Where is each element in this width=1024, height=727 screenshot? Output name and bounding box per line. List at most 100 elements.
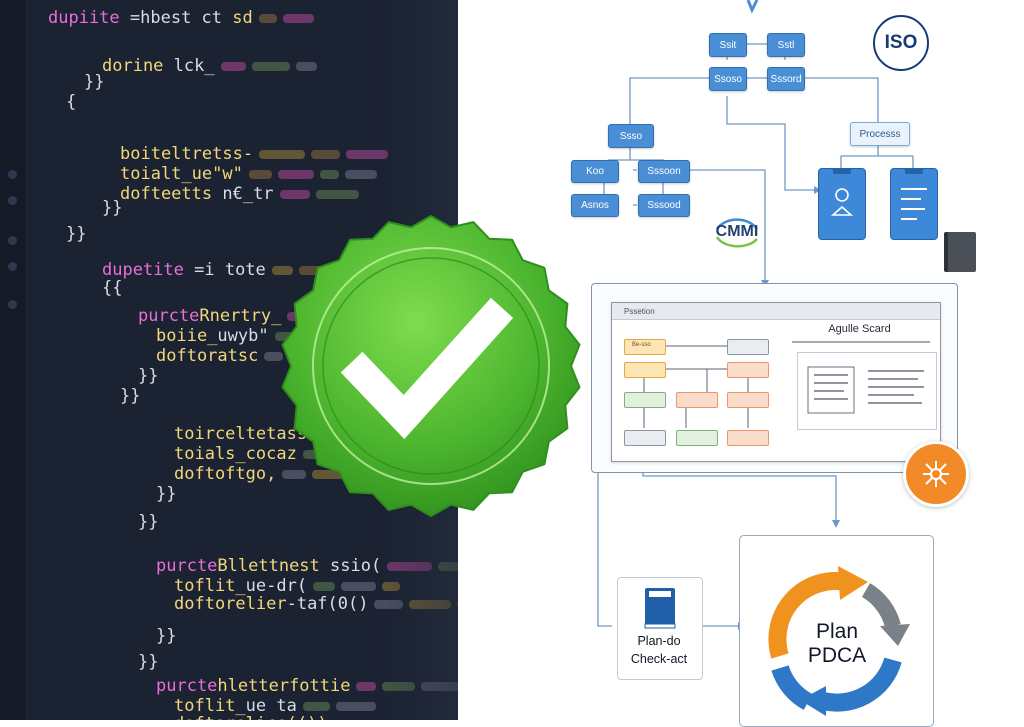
code-text: =i tote bbox=[183, 260, 266, 280]
node-asnos: Asnos bbox=[571, 194, 619, 217]
node-label: Ssoso bbox=[714, 73, 742, 85]
code-function: sd bbox=[222, 8, 253, 28]
code-blur bbox=[315, 189, 359, 199]
code-text: }} bbox=[84, 72, 105, 92]
node-label: Processs bbox=[859, 128, 901, 140]
code-keyword: dupiite bbox=[48, 8, 120, 28]
code-function: boiteltretss- bbox=[120, 144, 254, 164]
gutter-dot bbox=[8, 236, 17, 245]
clipboard-icon bbox=[818, 166, 866, 240]
code-text: {{ bbox=[102, 278, 123, 298]
code-line: }} bbox=[138, 366, 158, 386]
code-keyword: purcte bbox=[138, 306, 200, 326]
gutter-dot bbox=[8, 300, 17, 309]
editor-gutter bbox=[0, 0, 27, 720]
flow-step bbox=[624, 392, 666, 408]
document-lines bbox=[807, 366, 924, 414]
code-function: doftoratsc bbox=[156, 346, 259, 366]
node-label: Sssoon bbox=[647, 166, 681, 177]
code-line: toflit_ue ta bbox=[174, 696, 376, 716]
code-line: }} bbox=[102, 198, 122, 218]
cmmi-label: CMMI bbox=[715, 223, 759, 240]
code-line: dupetite =i tote bbox=[102, 260, 333, 280]
code-text: ue-dr( bbox=[245, 576, 308, 596]
node-label: Asnos bbox=[581, 200, 609, 211]
cmmi-arc bbox=[715, 218, 759, 248]
code-function: toirceltetass bbox=[174, 424, 308, 444]
code-function: Rnertry_ bbox=[199, 306, 282, 326]
code-line: }} bbox=[66, 224, 86, 244]
code-blur bbox=[220, 61, 246, 71]
code-text: }} bbox=[138, 652, 159, 672]
code-function: Bllettnest bbox=[217, 556, 320, 576]
node-label: Sssord bbox=[770, 73, 802, 85]
document-card bbox=[797, 352, 937, 430]
code-text: -taf(0() bbox=[286, 594, 369, 614]
code-function: toflit_ bbox=[174, 576, 246, 596]
code-function: doftorelice(()) bbox=[174, 714, 328, 720]
code-text: { bbox=[66, 92, 77, 112]
code-blur bbox=[346, 149, 389, 159]
code-blur bbox=[248, 169, 272, 179]
code-function: dofteetts bbox=[120, 184, 213, 204]
code-text: }} bbox=[138, 512, 159, 532]
node-label: Sstl bbox=[777, 39, 795, 51]
code-blur bbox=[259, 149, 306, 159]
code-blur bbox=[319, 169, 339, 179]
code-keyword: dupetite bbox=[102, 260, 184, 280]
node-sssord: Sssord bbox=[767, 67, 805, 91]
code-blur bbox=[277, 169, 314, 179]
code-text: uwyb" bbox=[217, 326, 269, 346]
code-text: ue ta bbox=[245, 696, 297, 716]
code-blur bbox=[344, 169, 377, 179]
pdca-label-line: Plan bbox=[815, 620, 859, 643]
code-blur bbox=[282, 13, 314, 23]
code-line: dorine lck_ bbox=[102, 56, 317, 76]
code-line: }} bbox=[138, 512, 158, 532]
code-function: toialt_ue"w" bbox=[120, 164, 243, 184]
flow-step-label: Be-sso bbox=[632, 342, 651, 348]
code-text: }} bbox=[102, 198, 123, 218]
code-function: toials_cocaz bbox=[174, 444, 297, 464]
clipboard-icon-graphic bbox=[901, 166, 927, 220]
code-function: doftoftgo, bbox=[174, 464, 277, 484]
node-koo: Koo bbox=[571, 160, 619, 183]
code-line: }} bbox=[120, 386, 140, 406]
code-function: hletterfottie bbox=[217, 676, 351, 696]
inner-window-titlebar: Pssetion bbox=[612, 303, 940, 320]
code-function: dorine bbox=[102, 56, 164, 76]
code-blur bbox=[313, 581, 336, 591]
check-badge-icon bbox=[281, 215, 581, 517]
code-function: doftorelier bbox=[174, 594, 287, 614]
book-icon bbox=[644, 588, 676, 629]
code-text: =hbest ct bbox=[119, 8, 223, 28]
flow-step bbox=[727, 430, 769, 446]
code-text: ssio( bbox=[319, 556, 382, 576]
node-ssso: Ssso bbox=[608, 124, 654, 148]
code-blur bbox=[282, 469, 307, 479]
code-line: { bbox=[66, 92, 76, 112]
code-blur bbox=[258, 13, 277, 23]
gutter-dot bbox=[8, 196, 17, 205]
clipboard-icon bbox=[890, 166, 938, 240]
node-sssood: Sssood bbox=[638, 194, 690, 217]
pdca-card-line: Check-act bbox=[630, 652, 688, 666]
pdca-card-line: Plan-do bbox=[637, 634, 681, 648]
code-line: boiteltretss- bbox=[120, 144, 389, 164]
code-blur bbox=[335, 701, 376, 711]
flow-step bbox=[727, 362, 769, 378]
pdca-card-text: Plan-do Check-act bbox=[617, 632, 701, 668]
code-text: }} bbox=[156, 626, 177, 646]
node-sssoon: Sssoon bbox=[638, 160, 690, 183]
code-keyword: purcte bbox=[156, 556, 218, 576]
code-blur bbox=[311, 149, 341, 159]
iso-label: ISO bbox=[884, 32, 918, 53]
book-icon bbox=[944, 232, 976, 272]
node-ssit: Ssit bbox=[709, 33, 747, 57]
code-blur bbox=[356, 681, 377, 691]
node-label: Ssso bbox=[619, 130, 643, 142]
network-icon-graphic bbox=[923, 461, 949, 487]
